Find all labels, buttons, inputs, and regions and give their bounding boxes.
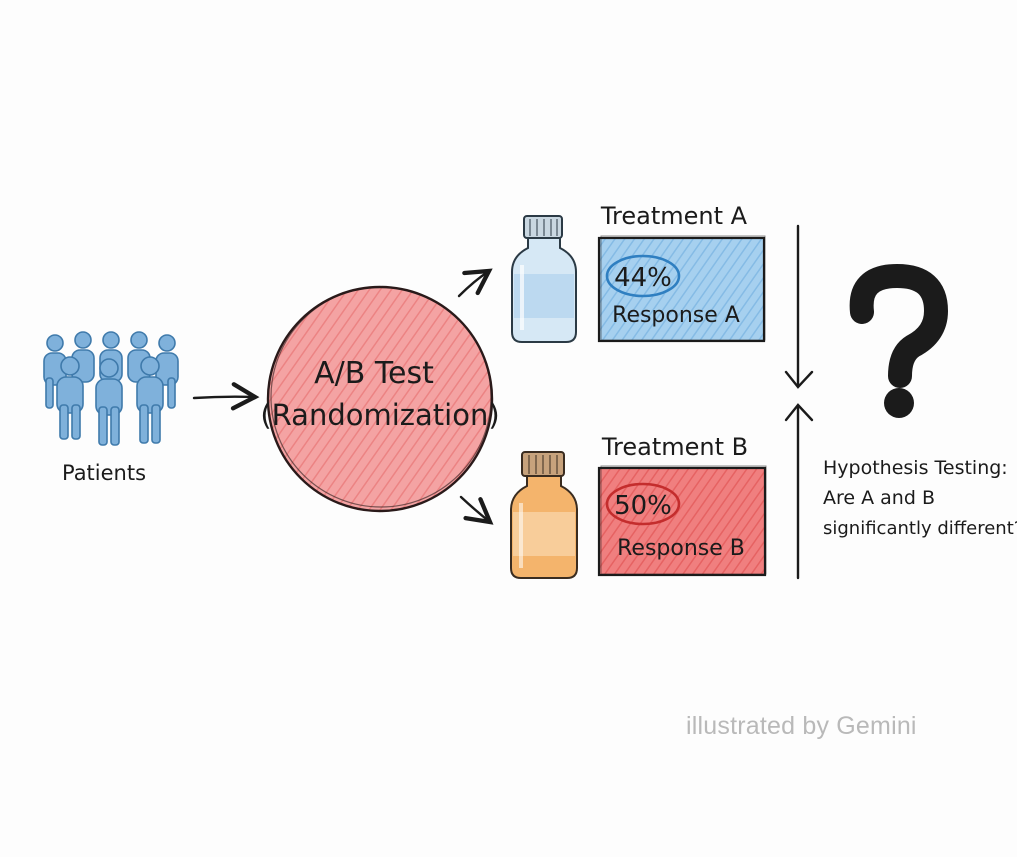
person-icon	[56, 356, 84, 440]
arrow-to-randomizer	[192, 382, 260, 411]
percent-a-circle	[605, 254, 681, 298]
treatment-b-title: Treatment B	[601, 433, 748, 461]
person-icon	[136, 356, 164, 444]
treatment-a-title: Treatment A	[600, 202, 748, 230]
hypothesis-line-3: significantly different?	[823, 518, 1017, 539]
arrow-to-treatment-b	[459, 495, 494, 525]
response-a-label: Response A	[612, 303, 740, 328]
response-b-label: Response B	[617, 536, 745, 561]
blue-bottle-icon	[511, 215, 577, 343]
patients-group-icon	[43, 331, 179, 446]
person-icon	[95, 358, 123, 446]
person-icon	[71, 331, 95, 383]
hypothesis-line-1: Hypothesis Testing:	[823, 457, 1008, 479]
patients-label: Patients	[62, 461, 146, 485]
orange-bottle-icon	[510, 451, 578, 579]
hypothesis-line-2: Are A and B	[823, 487, 935, 509]
randomization-circle	[266, 285, 494, 513]
randomizer-subtitle: (Randomization)	[260, 398, 499, 432]
randomizer-title: A/B Test	[314, 356, 434, 391]
percent-b-circle	[605, 482, 681, 526]
watermark: illustrated by Gemini	[686, 712, 917, 740]
response-a-box	[597, 235, 766, 343]
question-mark-icon	[849, 263, 949, 418]
person-icon	[155, 334, 179, 386]
percent-a-value: 44%	[614, 263, 672, 293]
arrow-to-treatment-a	[457, 268, 493, 298]
percent-b-value: 50%	[614, 491, 672, 521]
comparison-arrows	[784, 224, 814, 580]
